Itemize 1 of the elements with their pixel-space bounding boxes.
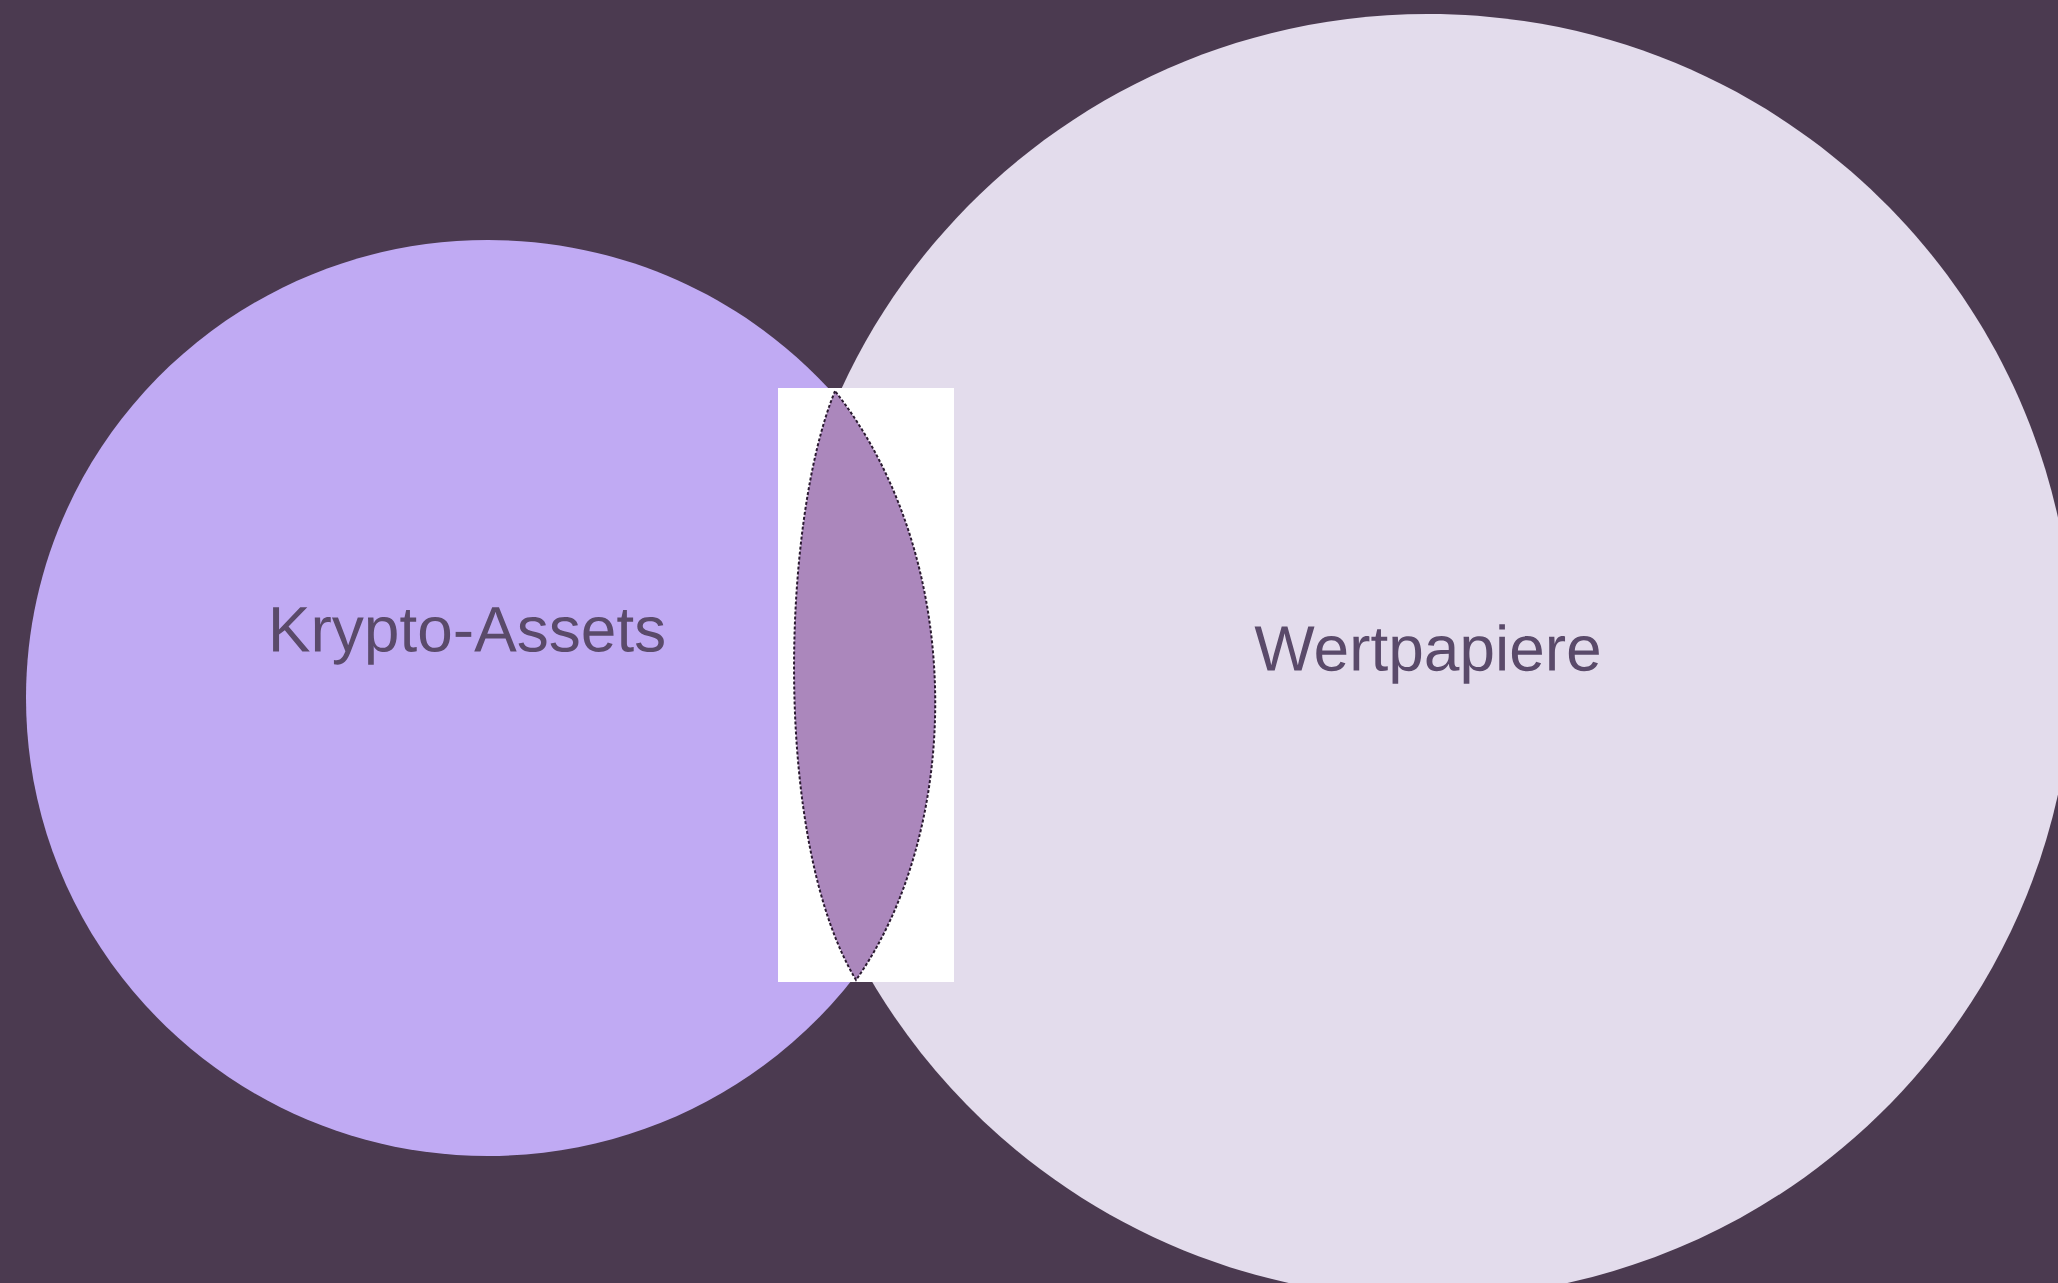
- overlap-lens: [778, 388, 954, 982]
